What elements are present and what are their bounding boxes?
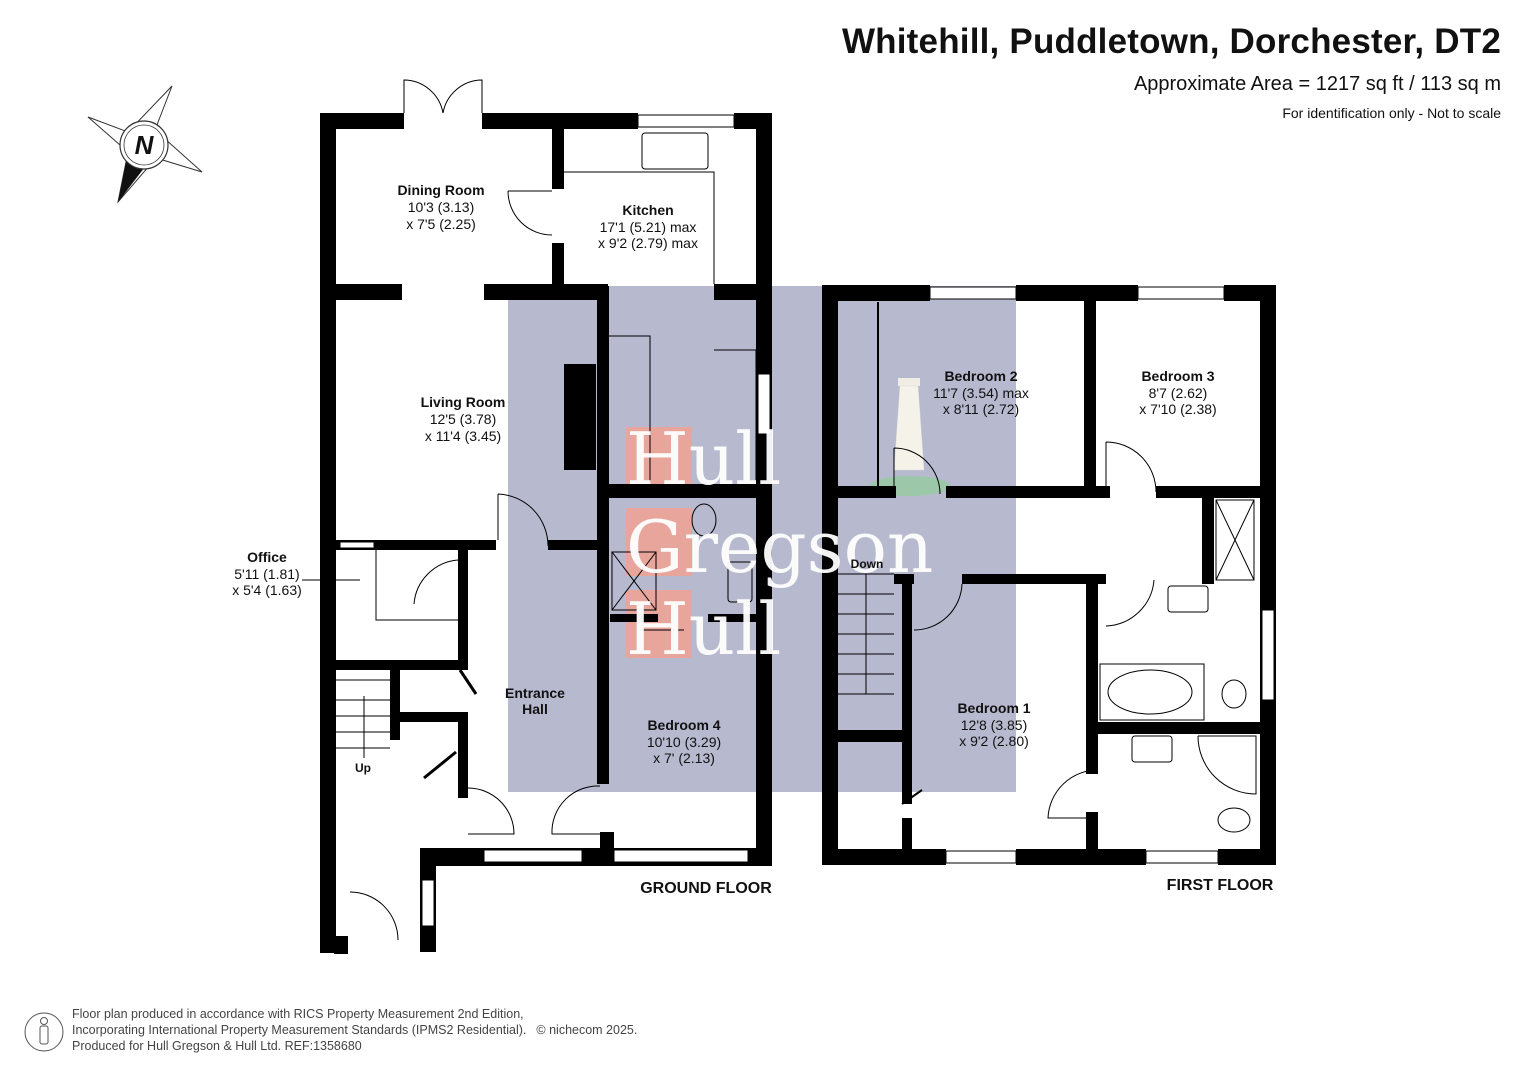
window [757, 373, 771, 435]
stairs [336, 679, 390, 758]
svg-text:10'3 (3.13): 10'3 (3.13) [408, 199, 475, 215]
ground-floor-walls [320, 113, 772, 954]
first-floor-labels: Bedroom 2 11'7 (3.54) max x 8'11 (2.72) … [851, 368, 1274, 894]
corner-shower [1197, 735, 1257, 795]
door [467, 787, 515, 835]
bath [1099, 663, 1205, 721]
svg-text:x 11'4 (3.45): x 11'4 (3.45) [425, 428, 501, 444]
property-title: Whitehill, Puddletown, Dorchester, DT2 [841, 22, 1501, 61]
room-bedroom4-name: Bedroom 4 [647, 717, 720, 733]
window [945, 850, 1017, 864]
room-bedroom1-name: Bedroom 1 [957, 700, 1030, 716]
window [421, 879, 435, 927]
door [507, 190, 553, 236]
stairs [838, 573, 894, 695]
watermark-box [626, 427, 692, 487]
basin [727, 561, 753, 603]
svg-text:x 8'11 (2.72): x 8'11 (2.72) [943, 401, 1019, 417]
scale-note: For identification only - Not to scale [1282, 105, 1501, 121]
basin [1167, 585, 1209, 613]
window [483, 849, 583, 863]
french-door [442, 79, 483, 114]
door [413, 559, 459, 605]
window [1137, 286, 1225, 300]
compass-north-icon: N [87, 85, 203, 204]
room-bedroom3-name: Bedroom 3 [1141, 368, 1214, 384]
door [1105, 441, 1157, 493]
room-living-name: Living Room [421, 394, 506, 410]
svg-text:x 5'4 (1.63): x 5'4 (1.63) [232, 582, 302, 598]
sink [641, 132, 709, 170]
svg-text:12'8 (3.85): 12'8 (3.85) [961, 717, 1028, 733]
svg-text:12'5 (3.78): 12'5 (3.78) [430, 411, 497, 427]
room-hall-name: Entrance [505, 685, 565, 701]
svg-text:11'7 (3.54) max: 11'7 (3.54) max [933, 385, 1029, 401]
door [349, 891, 399, 941]
shower-tray [1215, 499, 1255, 581]
window [1145, 850, 1219, 864]
ground-floor-labels: Dining Room 10'3 (3.13) x 7'5 (2.25) Kit… [232, 182, 772, 897]
cupboard [608, 335, 757, 484]
svg-text:x 9'2 (2.80): x 9'2 (2.80) [959, 733, 1029, 749]
worktop [564, 171, 715, 284]
watermark-text: Hull Gregson Hull [626, 417, 933, 671]
room-office-name: Office [247, 549, 287, 565]
svg-text:5'11 (1.81): 5'11 (1.81) [234, 566, 299, 582]
stairs-up-label: Up [355, 761, 371, 775]
approximate-area: Approximate Area = 1217 sq ft / 113 sq m [1133, 73, 1501, 95]
window [339, 541, 375, 549]
door [1105, 579, 1155, 627]
room-bedroom2-name: Bedroom 2 [944, 368, 1017, 384]
toilet [1221, 679, 1247, 709]
compass-label: N [135, 130, 155, 160]
first-floor-walls [822, 285, 1276, 865]
svg-text:x 7'10 (2.38): x 7'10 (2.38) [1139, 401, 1216, 417]
svg-text:Gregson: Gregson [626, 505, 933, 589]
footer-notes: Floor plan produced in accordance with R… [72, 1007, 638, 1053]
svg-text:x 9'2 (2.79) max: x 9'2 (2.79) max [598, 235, 698, 251]
svg-text:Hall: Hall [522, 701, 548, 717]
svg-text:Hull: Hull [626, 587, 781, 671]
basin [1131, 735, 1173, 763]
window [1261, 609, 1275, 701]
shower-tray [611, 551, 657, 611]
room-kitchen-name: Kitchen [622, 202, 673, 218]
first-floor-label: FIRST FLOOR [1167, 877, 1274, 894]
door [497, 493, 549, 547]
person-icon [24, 1012, 64, 1052]
door [893, 447, 941, 495]
window [929, 286, 1017, 300]
door [1047, 769, 1099, 819]
window [613, 849, 749, 863]
svg-text:17'1 (5.21) max: 17'1 (5.21) max [600, 219, 697, 235]
door [551, 785, 601, 835]
stairs-down-label: Down [851, 557, 884, 571]
svg-text:10'10 (3.29): 10'10 (3.29) [647, 734, 721, 750]
french-door [403, 79, 444, 114]
door [913, 583, 963, 631]
svg-text:8'7 (2.62): 8'7 (2.62) [1149, 385, 1208, 401]
svg-text:Hull: Hull [626, 417, 781, 501]
svg-text:x 7' (2.13): x 7' (2.13) [653, 750, 715, 766]
door [901, 789, 923, 805]
toilet [1217, 807, 1251, 833]
room-dining-name: Dining Room [397, 182, 484, 198]
copyright: © nichecom 2025. [536, 1023, 638, 1037]
door [458, 669, 478, 695]
door [423, 750, 457, 780]
window [637, 114, 735, 128]
ground-floor-label: GROUND FLOOR [640, 880, 772, 897]
toilet [691, 503, 717, 537]
svg-text:x 7'5 (2.25): x 7'5 (2.25) [406, 216, 476, 232]
